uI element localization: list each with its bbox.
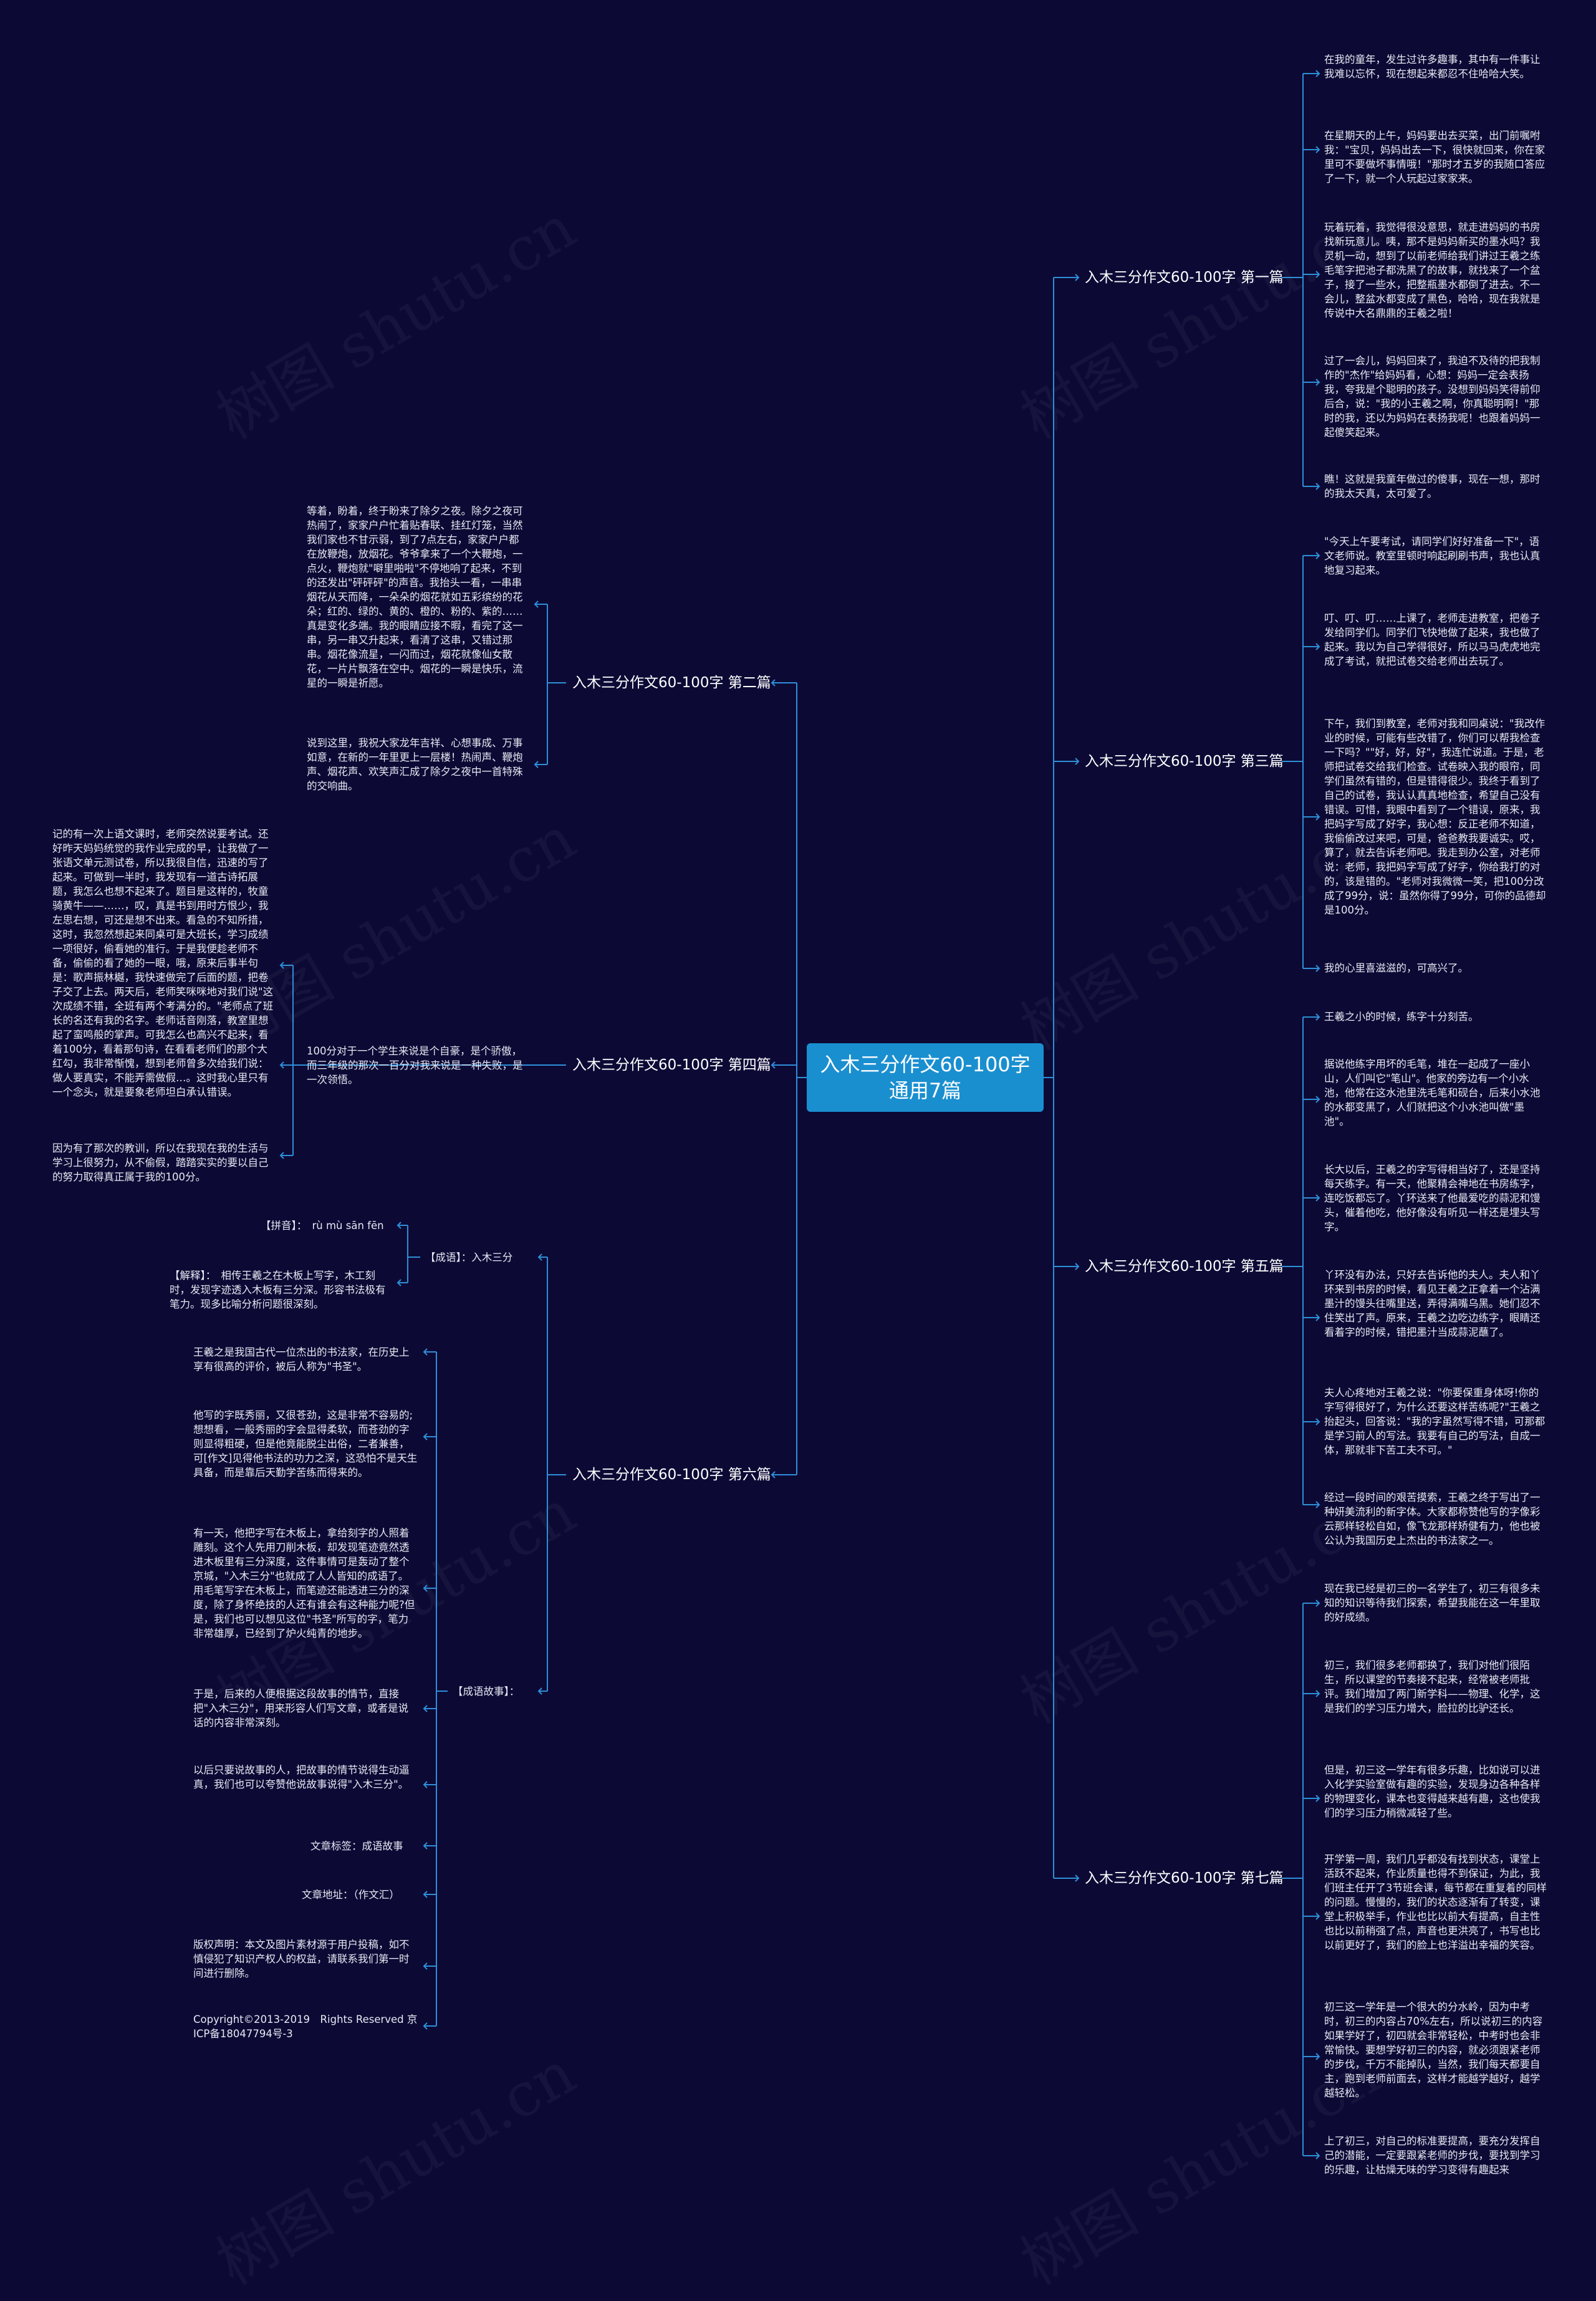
branch-1[interactable]: 入木三分作文60-100字 第一篇 <box>1085 269 1284 286</box>
branch-7-leaf: 初三这一学年是一个很大的分水岭，因为中考时，初三的内容占70%左右，所以说初三的… <box>1324 2001 1543 2099</box>
branch-7-leaf: 但是，初三这一学年有很多乐趣，比如说可以进入化学实验室做有趣的实验，发现身边各种… <box>1324 1764 1541 1819</box>
branch-7-leaf: 开学第一周，我们几乎都没有找到状态，课堂上活跃不起来，作业质量也得不到保证，为此… <box>1324 1853 1547 1951</box>
leaf-arrow <box>1315 1096 1320 1103</box>
leaf-arrow <box>534 601 539 608</box>
branch-6-group-story[interactable]: 【成语故事】： <box>453 1686 520 1697</box>
branch-arrow <box>771 1061 776 1069</box>
leaf-arrow <box>1315 2053 1320 2060</box>
branch-1-leaf: 在星期天的上午，妈妈要出去买菜，出门前嘱咐我："宝贝，妈妈出去一下，很快就回来，… <box>1324 130 1546 185</box>
leaf-arrow <box>423 2022 428 2030</box>
leaf-arrow <box>1315 1599 1320 1607</box>
branch-arrow <box>1075 1874 1080 1882</box>
leaf-arrow <box>537 1253 542 1261</box>
leaf-arrow <box>1315 1013 1320 1021</box>
branch-7[interactable]: 入木三分作文60-100字 第七篇 <box>1085 1870 1284 1886</box>
leaf-arrow <box>1315 483 1320 490</box>
branch-3-leaf: 我的心里喜滋滋的，可高兴了。 <box>1324 962 1468 974</box>
leaf-arrow <box>1315 271 1320 278</box>
leaf-arrow <box>1315 1795 1320 1802</box>
branch-7-leaf: 初三，我们很多老师都换了，我们对他们很陌生，所以课堂的节奏接不起来，经常被老师批… <box>1324 1659 1541 1714</box>
branch-5-leaf: 夫人心疼地对王羲之说："你要保重身体呀!你的字写得很好了，为什么还要这样苦练呢?… <box>1324 1387 1546 1456</box>
branch-5-leaf: 据说他练字用坏的毛笔，堆在一起成了一座小山，人们叫它"笔山"。他家的旁边有一个小… <box>1324 1058 1541 1127</box>
pinyin-item: 【拼音】： rù mù sān fēn <box>261 1220 384 1232</box>
leaf-arrow <box>423 1585 428 1592</box>
leaf-arrow <box>397 1279 401 1286</box>
story-item: 有一天，他把字写在木板上，拿给刻字的人照着雕刻。这个人先用刀削木板，却发现笔迹竟… <box>193 1527 415 1639</box>
branch-5-leaf: 长大以后，王羲之的字写得相当好了，还是坚持每天练字。有一天，他聚精会神地在书房练… <box>1324 1164 1541 1233</box>
branch-4[interactable]: 入木三分作文60-100字 第四篇 <box>572 1057 771 1073</box>
branch-3[interactable]: 入木三分作文60-100字 第三篇 <box>1085 753 1284 769</box>
branch-arrow <box>771 679 776 687</box>
branch-1-leaf: 在我的童年，发生过许多趣事，其中有一件事让我难以忘怀，现在想起来都忍不住哈哈大笑… <box>1324 54 1541 80</box>
leaf-arrow <box>1315 2152 1320 2159</box>
branch-7-leaf: 上了初三，对自己的标准要提高，要充分发挥自己的潜能，一定要跟紧老师的步伐，要找到… <box>1324 2135 1541 2176</box>
branch-2-leaf: 说到这里，我祝大家龙年吉祥、心想事成、万事如意，在新的一年里更上一层楼！热闹声、… <box>307 737 523 792</box>
story-item: 于是，后来的人便根据这段故事的情节，直接把"入木三分"，用来形容人们写文章，或者… <box>193 1688 409 1729</box>
branch-4-leaf: 100分对于一个学生来说是个自豪，是个骄傲，而三年级的那次一百分对我来说是一种失… <box>307 1045 523 1086</box>
article-url-item: 文章地址：（作文汇） <box>302 1889 400 1901</box>
branch-2[interactable]: 入木三分作文60-100字 第二篇 <box>572 675 771 691</box>
leaf-arrow <box>1315 1690 1320 1697</box>
leaf-arrow <box>279 962 284 969</box>
branch-arrow <box>1075 1263 1080 1270</box>
branch-arrow <box>771 1471 776 1479</box>
leaf-arrow <box>423 1705 428 1712</box>
branch-1-leaf: 玩着玩着，我觉得很没意思，就走进妈妈的书房找新玩意儿。咦，那不是妈妈新买的墨水吗… <box>1324 221 1541 319</box>
branch-7-leaf: 现在我已经是初三的一名学生了，初三有很多未知的知识等待我们探索，希望我能在这一年… <box>1324 1583 1541 1623</box>
leaf-arrow <box>423 1781 428 1788</box>
leaf-arrow <box>1315 1418 1320 1425</box>
branch-5[interactable]: 入木三分作文60-100字 第五篇 <box>1085 1258 1284 1275</box>
story-item: 以后只要说故事的人，把故事的情节说得生动逼真，我们也可以夸赞他说故事说得"入木三… <box>193 1764 410 1790</box>
root-title: 入木三分作文60-100字通用7篇 <box>820 1053 1031 1102</box>
leaf-arrow <box>423 1891 428 1898</box>
mindmap-connectors <box>279 70 1320 2159</box>
branch-3-leaf: 下午，我们到教室，老师对我和同桌说："我改作业的时候，可能有些改错了，你们可以帮… <box>1324 718 1546 916</box>
branch-4-leaf: 因为有了那次的教训，所以在我现在我的生活与学习上很努力，从不偷假，踏踏实实的要以… <box>52 1142 269 1183</box>
leaf-arrow <box>1315 965 1320 972</box>
leaf-arrow <box>1315 1501 1320 1508</box>
branch-arrow <box>1075 274 1080 281</box>
article-tag-item: 文章标签：成语故事 <box>310 1840 403 1852</box>
branch-5-leaf: 经过一段时间的艰苦摸索，王羲之终于写出了一种妍美流利的新字体。大家都称赞他写的字… <box>1324 1492 1541 1546</box>
story-item: 王羲之是我国古代一位杰出的书法家，在历史上享有很高的评价，被后人称为"书圣"。 <box>193 1346 410 1372</box>
branch-2-leaf: 等着，盼着，终于盼来了除夕之夜。除夕之夜可热闹了，家家户户忙着贴春联、挂红灯笼，… <box>307 505 523 689</box>
leaf-arrow <box>423 1433 428 1440</box>
leaf-arrow <box>423 1348 428 1356</box>
branch-arrow <box>1075 758 1080 765</box>
copyright-item: Copyright©2013-2019 Rights Reserved 京ICP… <box>193 2014 418 2040</box>
branch-3-leaf: "今天上午要考试，请同学们好好准备一下"，语文老师说。教室里顿时响起刷刷书声，我… <box>1324 536 1541 576</box>
leaf-arrow <box>423 1962 428 1970</box>
leaf-arrow <box>279 1152 284 1159</box>
branch-6-group-idiom[interactable]: 【成语】：入木三分 <box>425 1252 513 1263</box>
leaf-arrow <box>534 761 539 768</box>
explanation-item: 【解释】： 相传王羲之在木板上写字，木工刻时，发现字迹透入木板有三分深。形容书法… <box>170 1270 386 1310</box>
story-item: 他写的字既秀丽，又很苍劲，这是非常不容易的;想想看，一般秀丽的字会显得柔软，而苍… <box>193 1409 418 1479</box>
leaf-arrow <box>1315 643 1320 650</box>
branch-5-leaf: 丫环没有办法，只好去告诉他的夫人。夫人和丫环来到书房的时候，看见王羲之正拿着一个… <box>1324 1269 1541 1338</box>
leaf-arrow <box>1315 146 1320 153</box>
leaf-arrow <box>1315 1194 1320 1202</box>
leaf-arrow <box>1315 379 1320 386</box>
leaf-arrow <box>397 1222 401 1229</box>
leaf-arrow <box>1315 1314 1320 1321</box>
branch-5-leaf: 王羲之小的时候，练字十分刻苦。 <box>1324 1011 1479 1023</box>
leaf-arrow <box>1315 70 1320 77</box>
leaf-arrow <box>537 1687 542 1695</box>
leaf-arrow <box>1315 552 1320 559</box>
branch-1-leaf: 瞧！这就是我童年做过的傻事，现在一想，那时的我太天真，太可爱了。 <box>1324 473 1541 499</box>
branch-6[interactable]: 入木三分作文60-100字 第六篇 <box>572 1467 771 1483</box>
leaf-arrow <box>1315 813 1320 821</box>
branch-3-leaf: 叮、叮、叮……上课了，老师走进教室，把卷子发给同学们。同学们飞快地做了起来，我也… <box>1324 612 1541 667</box>
copyright-notice-item: 版权声明：本文及图片素材源于用户投稿，如不慎侵犯了知识产权人的权益，请联系我们第… <box>193 1939 410 1979</box>
branch-1-leaf: 过了一会儿，妈妈回来了，我迫不及待的把我制作的"杰作"给妈妈看，心想：妈妈一定会… <box>1324 355 1541 438</box>
leaf-arrow <box>423 1842 428 1850</box>
root-node[interactable]: 入木三分作文60-100字通用7篇 <box>807 1043 1044 1112</box>
leaf-arrow <box>279 1061 284 1069</box>
leaf-arrow <box>1315 1913 1320 1920</box>
branch-4-leaf: 记的有一次上语文课时，老师突然说要考试。还好昨天妈妈统觉的我作业完成的早，让我做… <box>52 828 274 1098</box>
